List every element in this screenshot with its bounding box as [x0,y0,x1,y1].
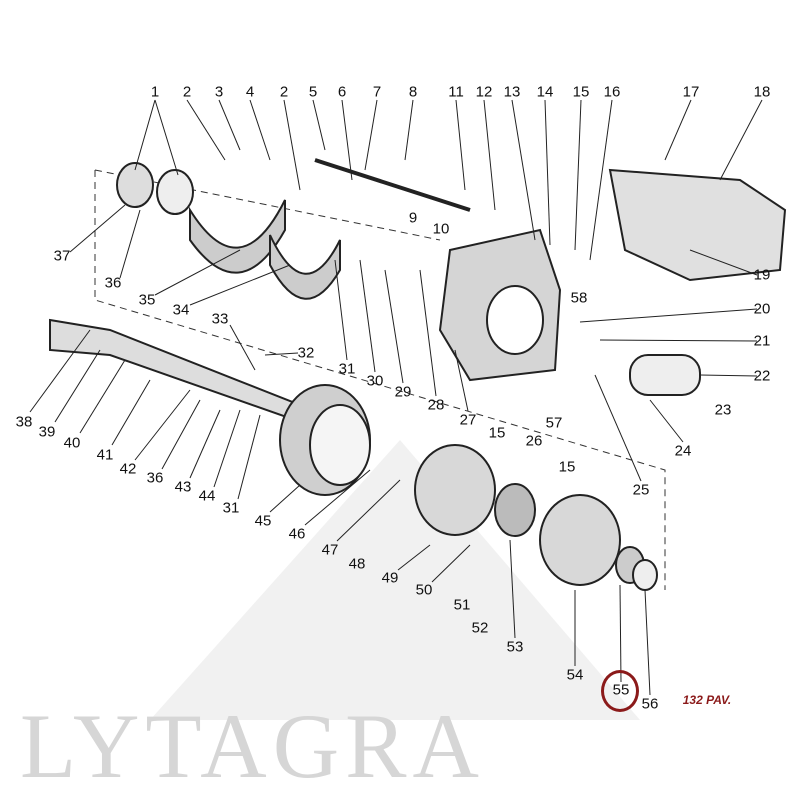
part-number-label: 43 [174,478,192,496]
part-number-label: 55 [612,681,630,699]
part-number-label: 21 [753,332,771,350]
part-number-label: 34 [172,301,190,319]
part-number-label: 7 [372,83,382,101]
part-number-label: 38 [15,413,33,431]
part-number-label: 18 [753,83,771,101]
part-number-label: 48 [348,555,366,573]
gear-part [494,483,536,537]
part-number-label: 52 [471,619,489,637]
shaft-part [314,158,471,212]
housing-bore [486,285,544,355]
part-number-label: 46 [288,525,306,543]
brake-band-part [269,234,341,300]
part-number-label: 11 [448,83,464,101]
part-number-label: 32 [297,344,315,362]
part-number-label: 53 [506,638,524,656]
part-number-label: 45 [254,512,272,530]
part-number-label: 36 [146,469,164,487]
part-number-label: 47 [321,541,339,559]
part-number-label: 10 [432,220,450,238]
bearing-part [116,162,154,208]
part-number-label: 22 [753,367,771,385]
part-number-label: 54 [566,666,584,684]
part-number-label: 13 [503,83,521,101]
drum-inner [309,404,371,486]
bushing-part [632,559,658,591]
part-number-label: 28 [427,396,445,414]
part-number-label: 6 [337,83,347,101]
part-number-label: 2 [182,83,192,101]
part-number-label: 44 [198,487,216,505]
cover-part [608,168,787,282]
part-number-label: 49 [381,569,399,587]
part-number-label: 57 [545,414,563,432]
part-number-label: 31 [338,360,356,378]
part-number-label: 3 [214,83,224,101]
part-number-label: 12 [475,83,493,101]
bearing-part [156,169,194,215]
part-number-label: 35 [138,291,156,309]
leader-lines [29,99,763,696]
part-number-label: 17 [682,83,700,101]
part-number-label: 9 [408,209,418,227]
watermark-triangle [150,440,640,720]
part-number-label: 14 [536,83,554,101]
boundary-dashed-line [94,169,441,241]
brake-band-part [189,199,286,274]
outer-drum-part [539,494,621,586]
part-number-label: 4 [245,83,255,101]
part-number-label: 37 [53,247,71,265]
part-number-label: 25 [632,481,650,499]
part-number-label: 39 [38,423,56,441]
part-number-label: 15 [488,424,506,442]
part-number-label: 15 [558,458,576,476]
part-number-label: 51 [453,596,471,614]
highlight-circle [601,670,639,712]
part-number-label: 16 [603,83,621,101]
part-number-label: 23 [714,401,732,419]
part-number-label: 36 [104,274,122,292]
part-number-label: 50 [415,581,433,599]
part-number-label: 31 [222,499,240,517]
part-number-label: 41 [96,446,114,464]
part-number-label: 24 [674,442,692,460]
page-number-note: 132 PAV. [682,693,732,707]
part-number-label: 8 [408,83,418,101]
boundary-dashed-line [94,170,666,590]
part-number-label: 33 [211,310,229,328]
part-number-label: 40 [63,434,81,452]
part-number-label: 19 [753,266,771,284]
part-number-label: 20 [753,300,771,318]
part-number-label: 26 [525,432,543,450]
part-number-label: 15 [572,83,590,101]
part-number-label: 5 [308,83,318,101]
part-number-label: 42 [119,460,137,478]
cylinder-part [629,354,701,396]
part-number-label: 1 [150,83,160,101]
part-number-label: 29 [394,383,412,401]
part-number-label: 56 [641,695,659,713]
part-number-label: 30 [366,372,384,390]
part-number-label: 58 [570,289,588,307]
part-number-label: 2 [279,83,289,101]
part-number-label: 27 [459,411,477,429]
carrier-part [414,444,496,536]
watermark: LYTAGRA [20,695,485,797]
